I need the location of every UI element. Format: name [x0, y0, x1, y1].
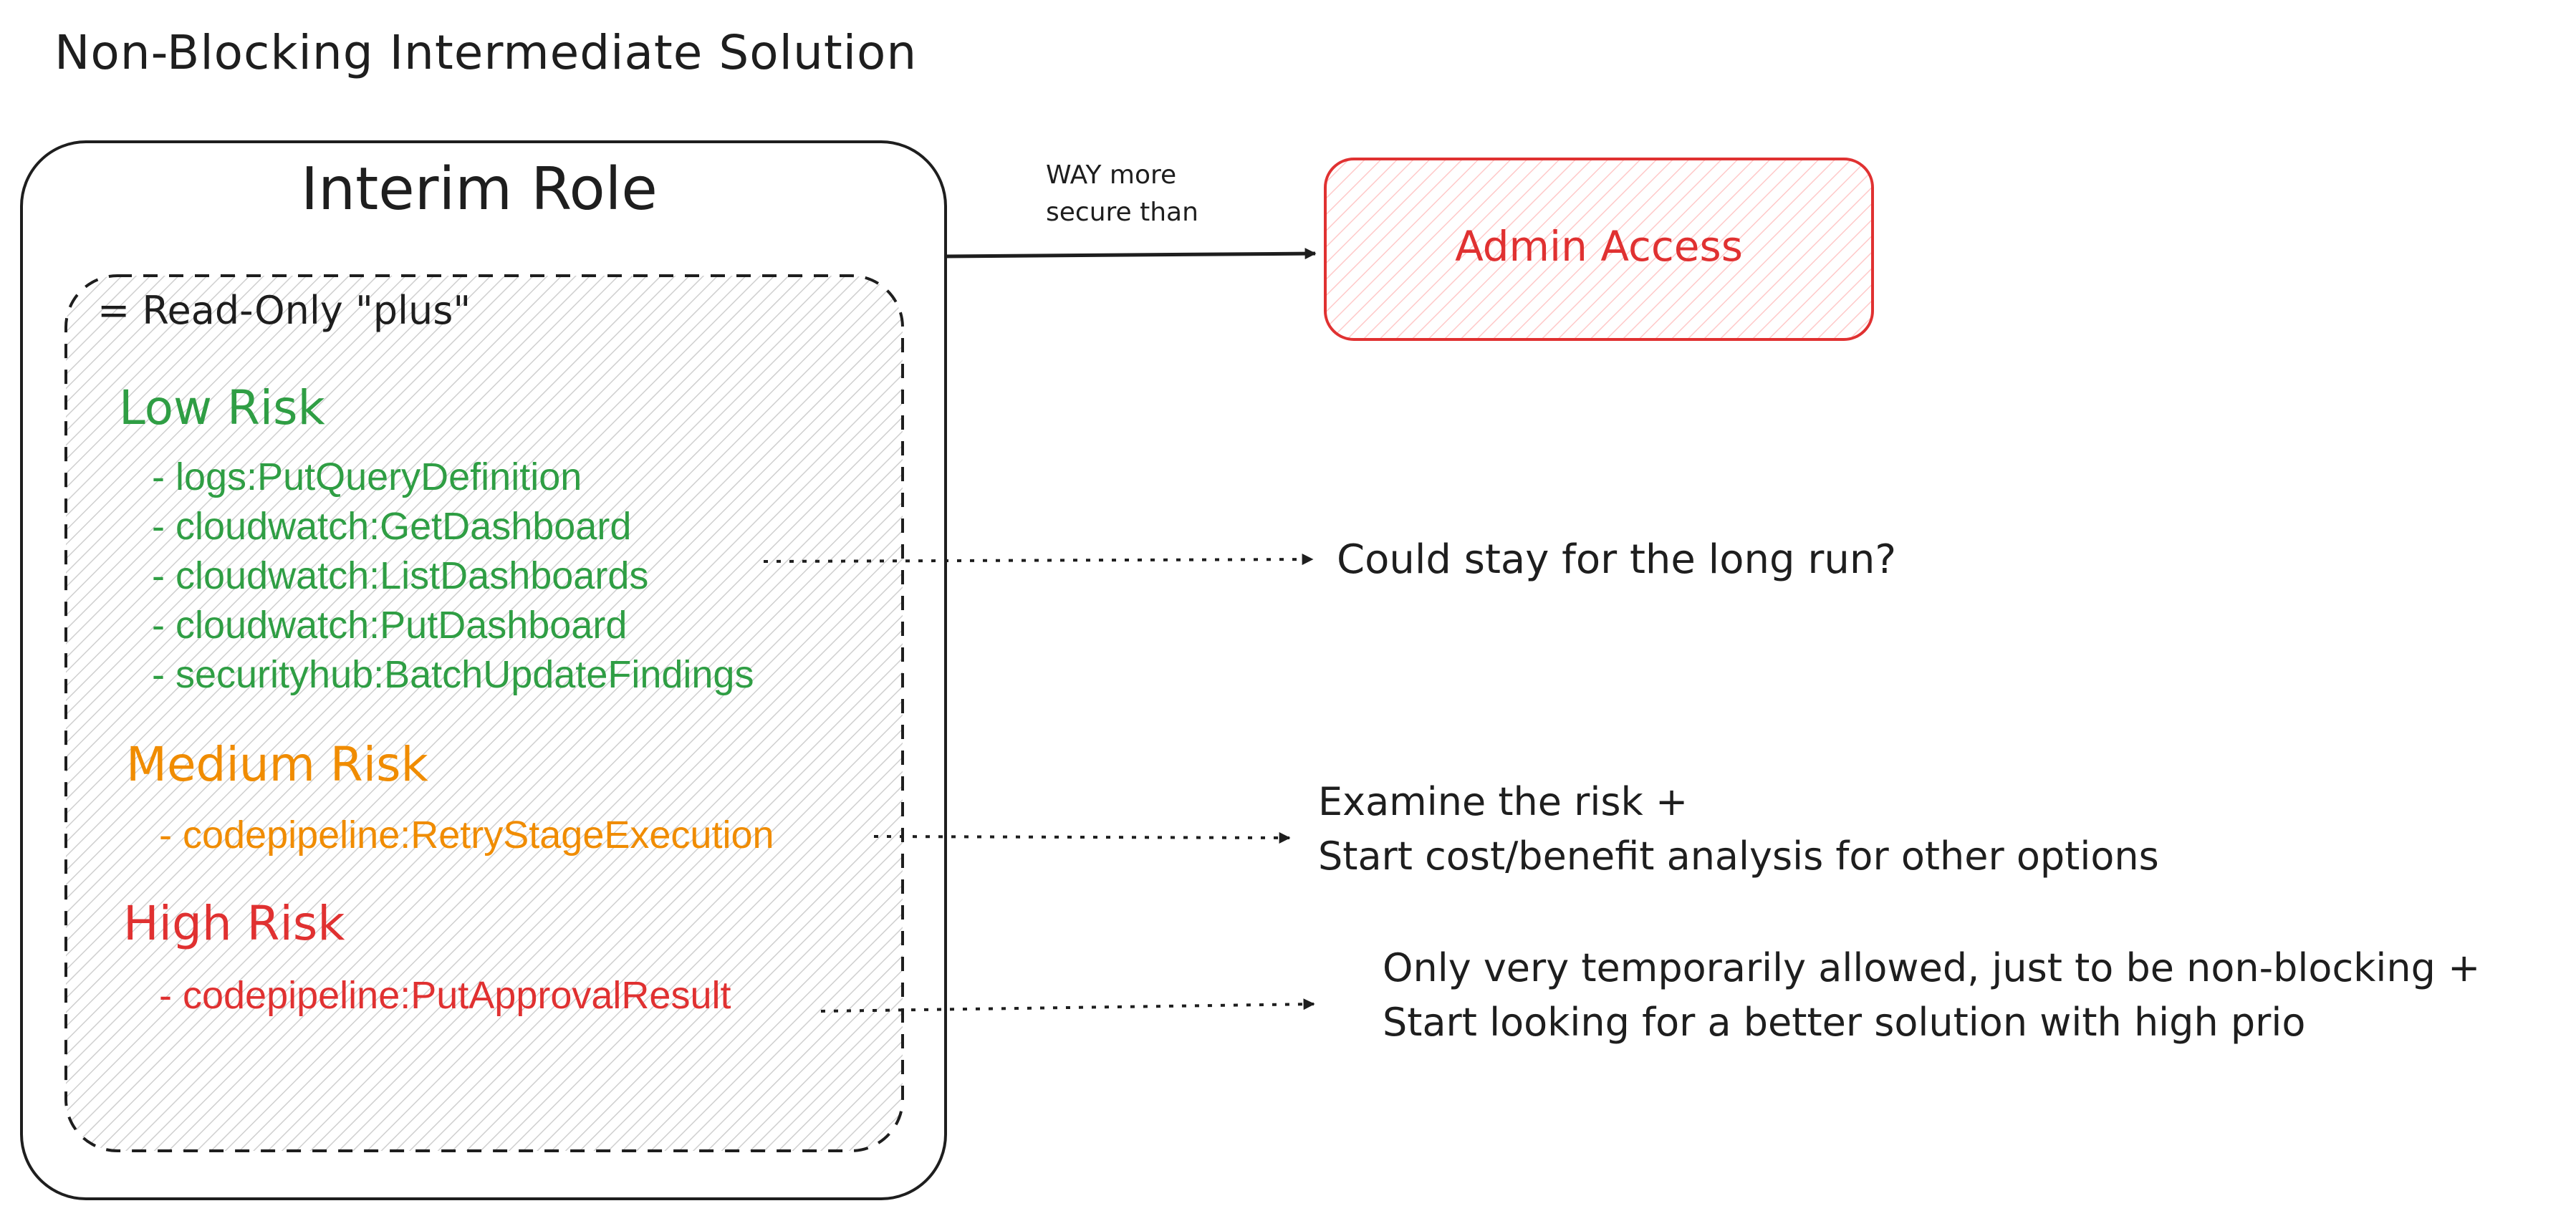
medium-risk-item: - codepipeline:RetryStageExecution: [159, 814, 774, 856]
admin-access-box: [1324, 158, 1874, 341]
admin-access-label: Admin Access: [1455, 222, 1743, 271]
low-risk-heading: Low Risk: [119, 380, 326, 435]
read-only-plus-box: [64, 274, 904, 1152]
medium-risk-note: Examine the risk +: [1318, 779, 1688, 824]
high-risk-note: Start looking for a better solution with…: [1383, 1000, 2305, 1045]
page-title: Non-Blocking Intermediate Solution: [54, 25, 917, 80]
comparison-arrow: [945, 248, 1317, 260]
high-risk-item: - codepipeline:PutApprovalResult: [159, 974, 731, 1017]
interim-role-title: Interim Role: [301, 155, 658, 223]
low-risk-item: - logs:PutQueryDefinition: [152, 455, 582, 498]
high-risk-heading: High Risk: [123, 896, 345, 951]
medium-risk-heading: Medium Risk: [126, 737, 428, 792]
low-risk-arrow: [763, 554, 1314, 566]
low-risk-item: - securityhub:BatchUpdateFindings: [152, 653, 754, 696]
comparison-label: WAY more: [1046, 160, 1176, 190]
low-risk-item: - cloudwatch:GetDashboard: [152, 505, 631, 548]
interim-role-box: [20, 140, 947, 1200]
high-risk-arrow: [820, 998, 1315, 1013]
low-risk-item: - cloudwatch:PutDashboard: [152, 604, 627, 647]
high-risk-note: Only very temporarily allowed, just to b…: [1383, 945, 2480, 990]
low-risk-item: - cloudwatch:ListDashboards: [152, 554, 648, 597]
comparison-label: secure than: [1046, 198, 1198, 227]
read-only-plus-label: = Read-Only "plus": [97, 288, 471, 333]
low-risk-note: Could stay for the long run?: [1337, 536, 1896, 583]
medium-risk-arrow: [873, 831, 1291, 844]
medium-risk-note: Start cost/benefit analysis for other op…: [1318, 834, 2159, 879]
